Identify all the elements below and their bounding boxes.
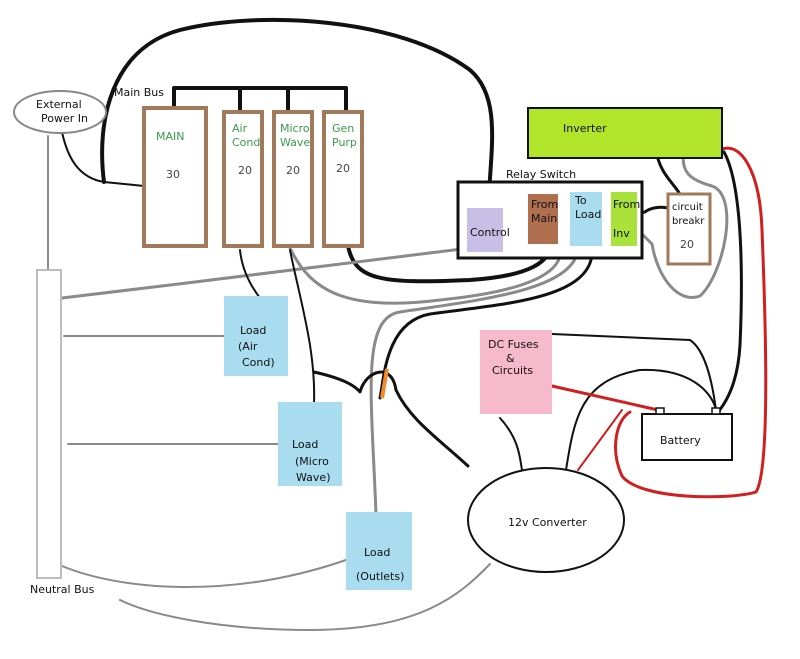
svg-text:From: From <box>613 198 640 211</box>
neutral-bus-label: Neutral Bus <box>30 583 95 596</box>
svg-text:20: 20 <box>680 238 694 251</box>
relay-to-load-terminal: To Load <box>570 192 602 246</box>
svg-text:20: 20 <box>238 164 252 177</box>
relay-control-terminal: Control <box>467 208 510 252</box>
circuit-breaker: circuit breakr 20 <box>666 192 712 266</box>
converter-label: 12v Converter <box>508 516 587 529</box>
micro-breaker-to-load-wire <box>289 249 316 405</box>
breaker-air-cond: Air Cond 20 <box>222 110 264 248</box>
svg-text:20: 20 <box>336 162 350 175</box>
orange-splice <box>380 368 389 399</box>
dc-fuses-circuits: DC Fuses & Circuits <box>480 330 552 414</box>
svg-text:20: 20 <box>286 164 300 177</box>
svg-text:(Air: (Air <box>238 340 258 353</box>
svg-text:Load: Load <box>575 208 601 221</box>
svg-text:Purp: Purp <box>332 136 357 149</box>
svg-text:circuit: circuit <box>672 202 703 213</box>
external-power: External Power In <box>13 90 107 134</box>
inverter-to-breaker-gray <box>638 148 729 299</box>
converter-to-battery-wire <box>565 368 717 471</box>
svg-text:&: & <box>506 352 515 365</box>
relay-from-inv-terminal: From Inv <box>611 192 640 246</box>
battery-terminal-positive <box>711 407 721 415</box>
battery-label: Battery <box>660 434 701 447</box>
to-load-black-wire <box>378 246 594 400</box>
relay-switch-label: Relay Switch <box>506 168 576 181</box>
svg-text:To: To <box>574 194 587 207</box>
neutral-to-outlet-load-wire <box>61 559 347 588</box>
svg-text:Control: Control <box>470 226 510 239</box>
svg-text:Main: Main <box>531 212 557 225</box>
breaker-main: MAIN 30 <box>142 106 208 248</box>
svg-text:DC Fuses: DC Fuses <box>488 338 539 351</box>
svg-text:Inv: Inv <box>613 227 630 240</box>
converter-red-wire <box>577 409 623 471</box>
dc-positive-main-wire <box>614 146 768 499</box>
svg-text:Load: Load <box>292 438 318 451</box>
to-load-gray-wire <box>369 246 580 517</box>
converter-neutral-wire <box>119 563 491 631</box>
neutral-to-control-wire <box>60 244 482 300</box>
dc-fuses-to-battery-red <box>550 384 660 412</box>
svg-text:Micro: Micro <box>280 122 310 135</box>
svg-text:(Micro: (Micro <box>295 455 329 468</box>
svg-text:Load: Load <box>364 546 390 559</box>
dc-fuses-to-battery-wire <box>551 333 717 411</box>
main-bus-label: Main Bus <box>114 86 164 99</box>
micro-breaker-gray-wire <box>288 246 562 305</box>
svg-text:Wave: Wave <box>280 136 310 149</box>
external-power-label-2: Power In <box>41 112 88 125</box>
svg-text:Wave): Wave) <box>296 471 330 484</box>
external-power-label-1: External <box>36 98 82 111</box>
breaker-micro-wave: Micro Wave 20 <box>272 110 314 248</box>
main-bus-bar <box>172 86 348 112</box>
wires <box>47 17 768 631</box>
svg-text:Cond): Cond) <box>242 356 275 369</box>
svg-text:From: From <box>531 198 558 211</box>
external-power-wire <box>61 131 145 187</box>
load-micro-wave: Load (Micro Wave) <box>278 402 342 486</box>
relay-from-main-terminal: From Main <box>528 194 558 244</box>
inverter: Inverter <box>527 107 723 159</box>
svg-text:Air: Air <box>232 122 248 135</box>
svg-text:Load: Load <box>240 324 266 337</box>
air-breaker-to-load-wire <box>239 249 261 299</box>
svg-text:breakr: breakr <box>672 216 705 227</box>
svg-text:MAIN: MAIN <box>156 130 185 143</box>
svg-text:Circuits: Circuits <box>492 364 533 377</box>
svg-text:Gen: Gen <box>332 122 354 135</box>
breaker-gen-purp: Gen Purp 20 <box>322 110 364 248</box>
svg-text:Cond: Cond <box>232 136 260 149</box>
neutral-bus: Neutral Bus <box>30 269 95 596</box>
load-air-cond: Load (Air Cond) <box>224 296 288 376</box>
inverter-label: Inverter <box>563 122 607 135</box>
inverter-to-battery-black <box>716 150 743 414</box>
battery: Battery <box>641 407 733 461</box>
converter-12v: 12v Converter <box>467 467 625 573</box>
battery-terminal-negative <box>655 407 665 415</box>
from-inv-to-breaker-wire <box>626 205 670 216</box>
svg-text:30: 30 <box>166 168 180 181</box>
main-bus-loop-wire <box>100 17 495 224</box>
load-outlets: Load (Outlets) <box>346 512 412 590</box>
converter-left-wire <box>499 417 523 471</box>
svg-text:(Outlets): (Outlets) <box>356 570 404 583</box>
relay-switch: Relay Switch Control From Main To Load F… <box>456 168 644 260</box>
